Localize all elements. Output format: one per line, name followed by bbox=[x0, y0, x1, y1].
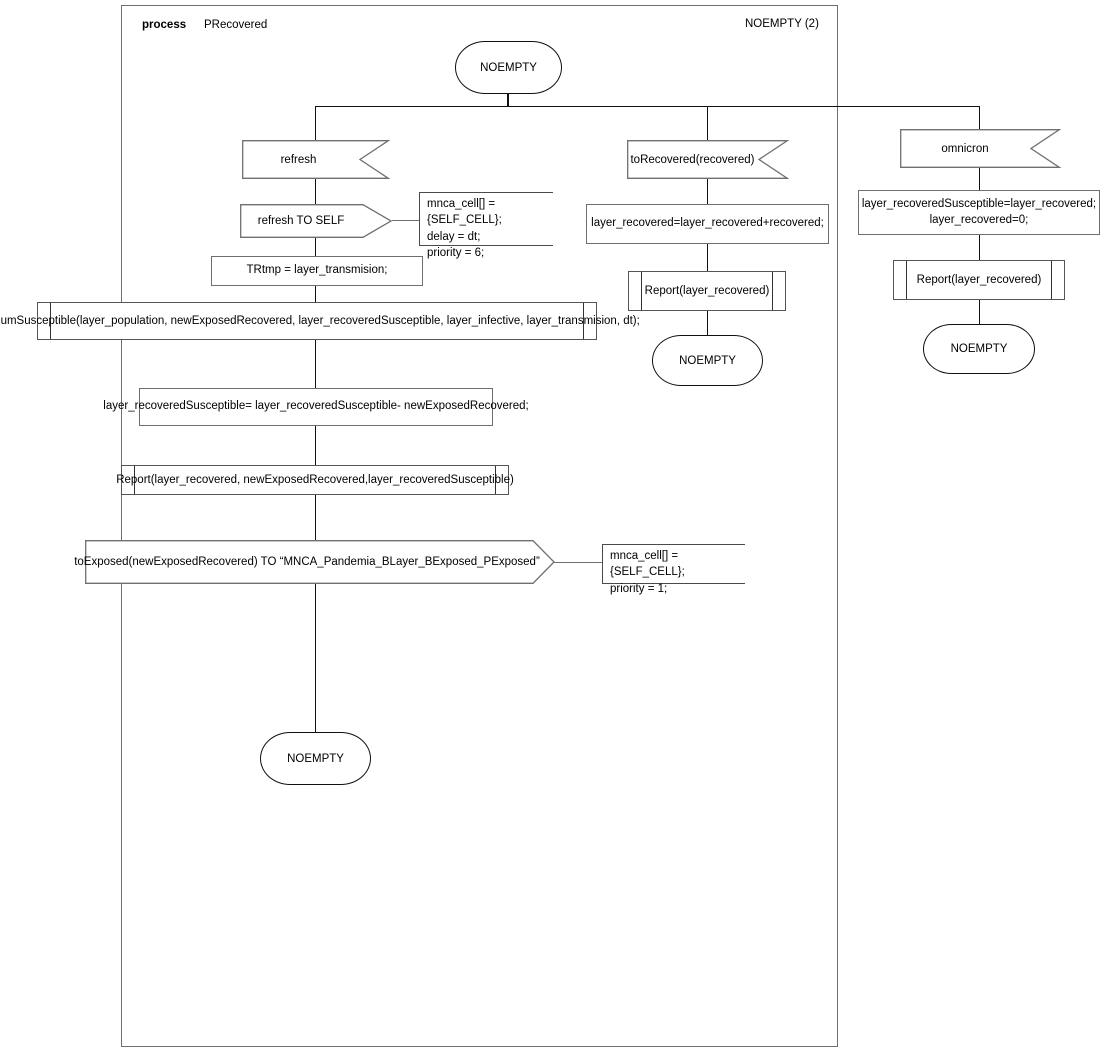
connector-drop-middle bbox=[707, 106, 709, 140]
connector-left-4 bbox=[315, 340, 317, 390]
procedure-report-left-label: Report(layer_recovered, newExposedRecove… bbox=[116, 474, 514, 486]
connector-right-2 bbox=[979, 235, 981, 260]
state-end-middle-label: NOEMPTY bbox=[679, 354, 736, 367]
connector-left-5 bbox=[315, 426, 317, 466]
page-label: NOEMPTY (2) bbox=[745, 18, 819, 30]
connector-fanout-bus bbox=[315, 106, 980, 108]
input-refresh-label: refresh bbox=[280, 153, 317, 166]
procedure-numsusceptible[interactable]: numSusceptible(layer_population, newExpo… bbox=[0, 302, 640, 340]
comment-link-exposed bbox=[554, 562, 603, 564]
task-trtmp[interactable]: TRtmp = layer_transmision; bbox=[211, 256, 423, 286]
output-to-exposed[interactable]: toExposed(newExposedRecovered) TO “MNCA_… bbox=[74, 540, 555, 584]
task-layer-recovered[interactable]: layer_recovered=layer_recovered+recovere… bbox=[586, 204, 829, 244]
connector-drop-right bbox=[979, 106, 981, 129]
procedure-report-right[interactable]: Report(layer_recovered) bbox=[893, 260, 1065, 300]
output-refresh-to-self[interactable]: refresh TO SELF bbox=[240, 204, 393, 238]
process-name: PRecovered bbox=[204, 19, 268, 31]
state-start[interactable]: NOEMPTY bbox=[455, 41, 562, 94]
input-to-recovered[interactable]: toRecovered(recovered) bbox=[627, 140, 790, 179]
procedure-report-middle[interactable]: Report(layer_recovered) bbox=[628, 271, 786, 311]
comment-link-refresh bbox=[392, 220, 420, 222]
task-trtmp-label: TRtmp = layer_transmision; bbox=[246, 264, 388, 277]
connector-left-2 bbox=[315, 238, 317, 258]
connector-mid-3 bbox=[707, 311, 709, 336]
input-omnicron-label: omnicron bbox=[941, 142, 989, 155]
task-omnicron[interactable]: layer_recoveredSusceptible=layer_recover… bbox=[858, 190, 1100, 235]
state-end-right[interactable]: NOEMPTY bbox=[923, 324, 1035, 374]
connector-right-3 bbox=[979, 300, 981, 325]
connector-drop-left bbox=[315, 106, 317, 140]
connector-right-1 bbox=[979, 168, 981, 190]
connector-left-6 bbox=[315, 495, 317, 540]
procedure-report-right-label: Report(layer_recovered) bbox=[916, 274, 1042, 286]
task-omnicron-label: layer_recoveredSusceptible=layer_recover… bbox=[861, 197, 1097, 226]
state-end-right-label: NOEMPTY bbox=[950, 343, 1008, 355]
state-start-label: NOEMPTY bbox=[480, 61, 537, 74]
output-to-exposed-label: toExposed(newExposedRecovered) TO “MNCA_… bbox=[74, 556, 540, 568]
procedure-report-left[interactable]: Report(layer_recovered, newExposedRecove… bbox=[116, 465, 514, 495]
task-recovered-susceptible-label: layer_recoveredSusceptible= layer_recove… bbox=[103, 400, 529, 413]
input-omnicron[interactable]: omnicron bbox=[900, 129, 1062, 168]
connector-left-1 bbox=[315, 179, 317, 204]
procedure-numsusceptible-label: numSusceptible(layer_population, newExpo… bbox=[0, 315, 640, 327]
connector-left-7 bbox=[315, 584, 317, 732]
comment-refresh-to-self: mnca_cell[] = {SELF_CELL}; delay = dt; p… bbox=[419, 192, 553, 259]
output-refresh-to-self-label: refresh TO SELF bbox=[257, 215, 345, 227]
task-recovered-susceptible[interactable]: layer_recoveredSusceptible= layer_recove… bbox=[103, 388, 529, 426]
comment-to-exposed: mnca_cell[] = {SELF_CELL}; priority = 1; bbox=[602, 544, 745, 595]
process-keyword: process bbox=[142, 19, 187, 31]
connector-start-stem bbox=[507, 94, 510, 107]
connector-mid-2 bbox=[707, 244, 709, 271]
task-layer-recovered-label: layer_recovered=layer_recovered+recovere… bbox=[591, 217, 824, 230]
input-refresh[interactable]: refresh bbox=[242, 140, 391, 179]
input-to-recovered-label: toRecovered(recovered) bbox=[630, 153, 755, 166]
connector-left-3 bbox=[315, 286, 317, 302]
connector-mid-1 bbox=[707, 179, 709, 204]
procedure-report-middle-label: Report(layer_recovered) bbox=[644, 285, 770, 297]
state-end-middle[interactable]: NOEMPTY bbox=[652, 335, 763, 386]
state-end-left-label: NOEMPTY bbox=[287, 752, 344, 765]
state-end-left[interactable]: NOEMPTY bbox=[260, 732, 371, 785]
